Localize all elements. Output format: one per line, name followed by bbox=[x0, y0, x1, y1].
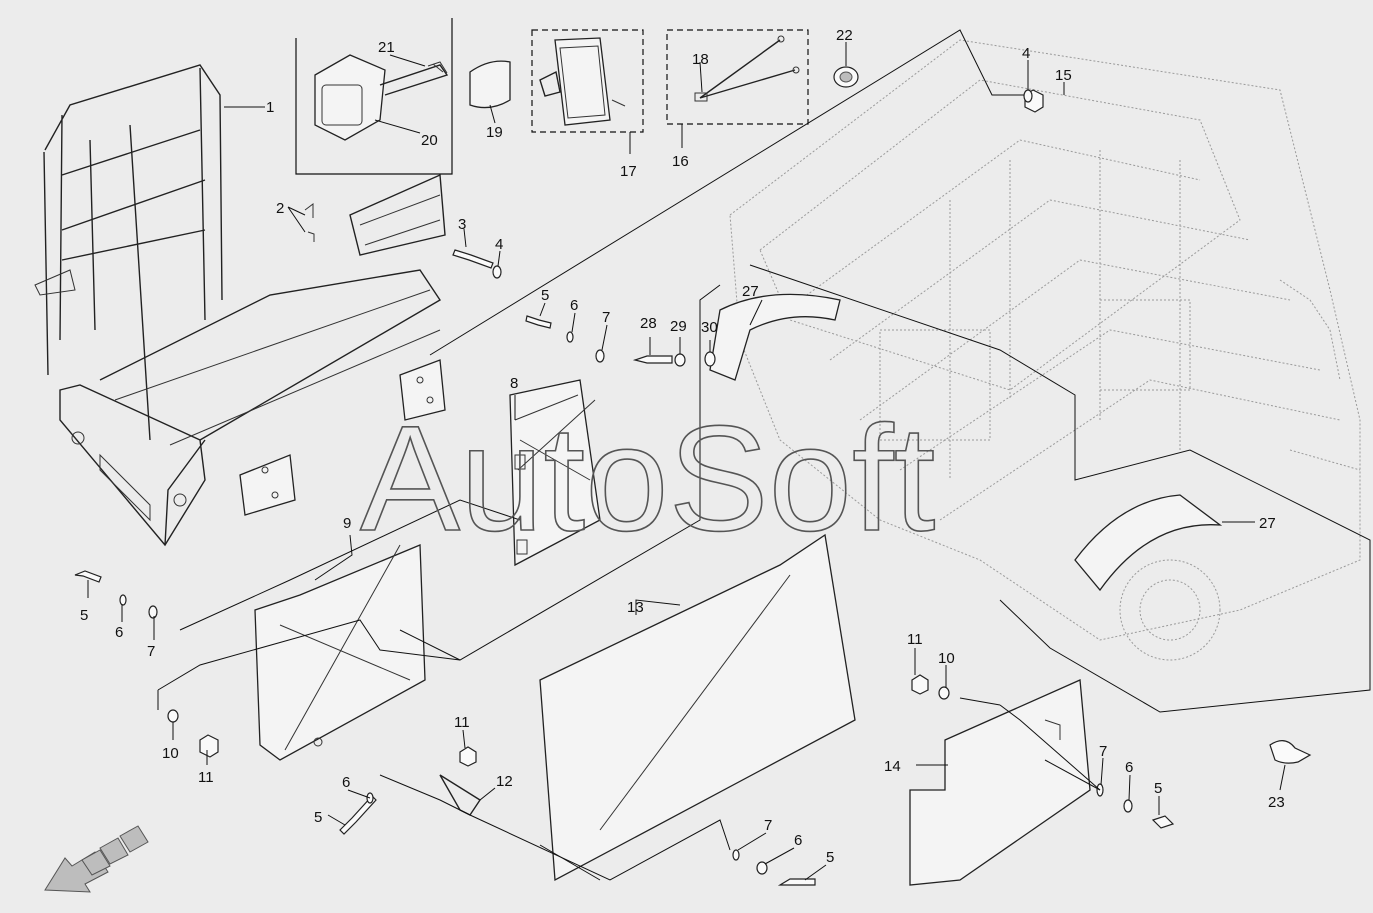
callout-7-d[interactable]: 7 bbox=[1099, 743, 1107, 760]
callout-7-c[interactable]: 7 bbox=[764, 817, 772, 834]
callout-3[interactable]: 3 bbox=[458, 216, 466, 233]
large-cover-panel[interactable] bbox=[539, 533, 856, 882]
clamp-23[interactable] bbox=[1269, 740, 1312, 764]
bracket-12[interactable] bbox=[439, 774, 481, 816]
callout-29[interactable]: 29 bbox=[670, 318, 687, 335]
upper-side-panel[interactable] bbox=[509, 379, 601, 567]
callout-19[interactable]: 19 bbox=[486, 124, 503, 141]
callout-20[interactable]: 20 bbox=[421, 132, 438, 149]
lamp-lens[interactable] bbox=[469, 60, 511, 109]
lamp-detail-box bbox=[295, 18, 453, 175]
callout-5-e[interactable]: 5 bbox=[1154, 780, 1162, 797]
watermark: AutoSoft bbox=[360, 394, 935, 562]
chassis-frame bbox=[729, 39, 1361, 661]
callout-11-c[interactable]: 11 bbox=[907, 631, 923, 648]
step-frame-assembly[interactable] bbox=[34, 64, 441, 547]
grommet[interactable] bbox=[833, 66, 859, 88]
callout-13[interactable]: 13 bbox=[627, 599, 644, 616]
callout-7-b[interactable]: 7 bbox=[147, 643, 155, 660]
callout-11-a[interactable]: 11 bbox=[198, 769, 214, 786]
callout-6-e[interactable]: 6 bbox=[1125, 759, 1133, 776]
callout-6-b[interactable]: 6 bbox=[115, 624, 123, 641]
fender-guard-lower[interactable] bbox=[1074, 494, 1223, 592]
callout-6-c[interactable]: 6 bbox=[342, 774, 350, 791]
mounting-plates[interactable] bbox=[239, 173, 446, 516]
leader-lines bbox=[87, 29, 1371, 881]
fender-guard-upper[interactable] bbox=[709, 293, 841, 381]
callout-18[interactable]: 18 bbox=[692, 51, 709, 68]
lower-side-panel[interactable] bbox=[254, 544, 426, 761]
callout-5-b[interactable]: 5 bbox=[80, 607, 88, 624]
callout-6-a[interactable]: 6 bbox=[570, 297, 578, 314]
callout-1[interactable]: 1 bbox=[266, 99, 274, 116]
callout-12[interactable]: 12 bbox=[496, 773, 513, 790]
callout-14[interactable]: 14 bbox=[884, 758, 901, 775]
mirror-detail-box bbox=[531, 29, 644, 133]
direction-arrow-icon bbox=[44, 825, 149, 893]
callout-4-a[interactable]: 4 bbox=[495, 236, 503, 253]
callout-23[interactable]: 23 bbox=[1268, 794, 1285, 811]
right-cover-panel[interactable] bbox=[909, 679, 1091, 886]
callout-15[interactable]: 15 bbox=[1055, 67, 1072, 84]
callout-4-b[interactable]: 4 bbox=[1022, 45, 1030, 62]
callout-5-d[interactable]: 5 bbox=[826, 849, 834, 866]
callout-28[interactable]: 28 bbox=[640, 315, 657, 332]
callout-8[interactable]: 8 bbox=[510, 375, 518, 392]
callout-11-b[interactable]: 11 bbox=[454, 714, 470, 731]
callout-16[interactable]: 16 bbox=[672, 153, 689, 170]
callout-10-a[interactable]: 10 bbox=[162, 745, 179, 762]
callout-10-b[interactable]: 10 bbox=[938, 650, 955, 667]
callout-7-a[interactable]: 7 bbox=[602, 309, 610, 326]
callout-9[interactable]: 9 bbox=[343, 515, 351, 532]
callout-6-d[interactable]: 6 bbox=[794, 832, 802, 849]
callout-17[interactable]: 17 bbox=[620, 163, 637, 180]
callout-5-a[interactable]: 5 bbox=[541, 287, 549, 304]
callout-21[interactable]: 21 bbox=[378, 39, 395, 56]
callout-27-a[interactable]: 27 bbox=[742, 283, 759, 300]
callout-22[interactable]: 22 bbox=[836, 27, 853, 44]
callout-5-c[interactable]: 5 bbox=[314, 809, 322, 826]
callout-30[interactable]: 30 bbox=[701, 319, 718, 336]
callout-2[interactable]: 2 bbox=[276, 200, 284, 217]
callout-27-b[interactable]: 27 bbox=[1259, 515, 1276, 532]
callouts: 1 2 3 4 4 5 5 5 5 5 6 6 6 6 6 7 7 7 7 8 … bbox=[80, 27, 1285, 866]
cable-detail-box bbox=[666, 29, 809, 125]
